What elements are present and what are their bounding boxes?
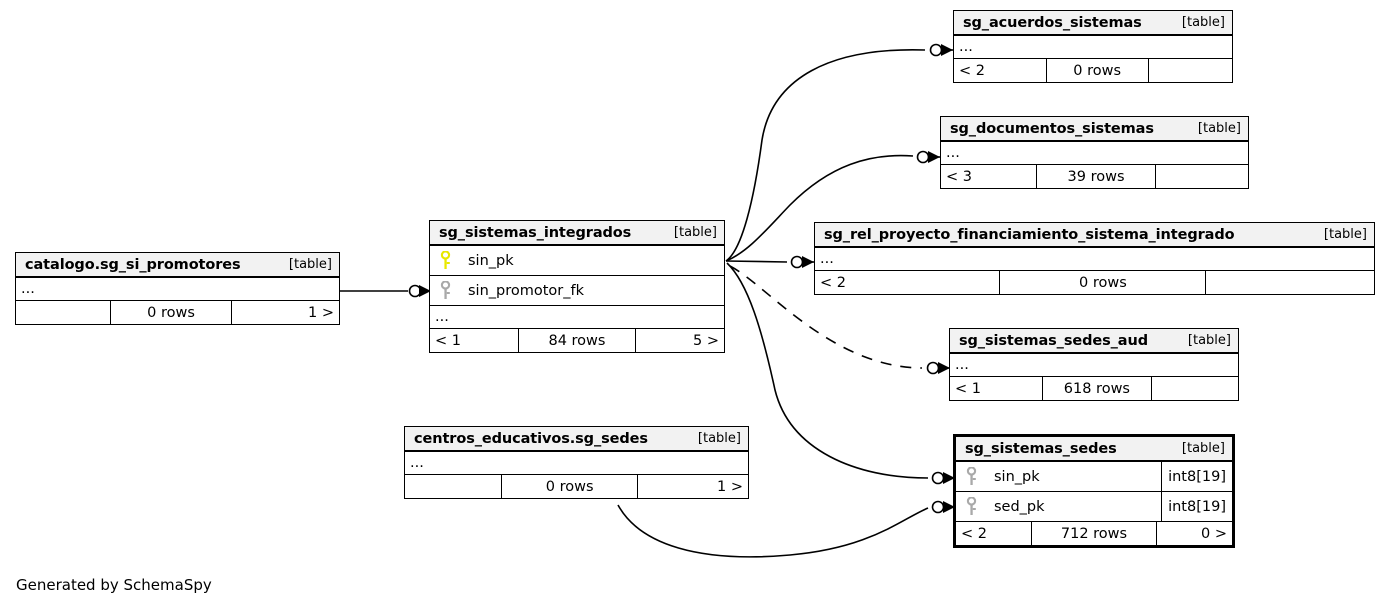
table-type-tag: [table] — [1181, 15, 1225, 30]
table-header: sg_sistemas_sedes_aud [table] — [950, 329, 1238, 354]
table-header: sg_rel_proyecto_financiamiento_sistema_i… — [815, 223, 1374, 248]
footer-children-count — [1156, 165, 1248, 188]
hidden-columns-ellipsis: ... — [405, 452, 748, 475]
footer-row-count: 0 rows — [109, 301, 233, 324]
footer-row-count: 39 rows — [1036, 165, 1156, 188]
table-type-tag: [table] — [288, 257, 332, 272]
table-footer: < 1 84 rows 5 > — [430, 329, 724, 352]
footer-children-count — [1206, 271, 1374, 294]
table-title: sg_rel_proyecto_financiamiento_sistema_i… — [824, 226, 1235, 243]
footer-parents-count: < 2 — [959, 62, 985, 79]
column-name: sin_pk — [468, 252, 514, 269]
table-node-sg-documentos-sistemas[interactable]: sg_documentos_sistemas [table] ... < 3 3… — [940, 116, 1249, 189]
table-title: catalogo.sg_si_promotores — [25, 256, 241, 273]
hidden-columns-ellipsis: ... — [941, 142, 1248, 165]
table-type-tag: [table] — [673, 225, 717, 240]
table-header: catalogo.sg_si_promotores [table] — [16, 253, 339, 278]
generated-by-credit: Generated by SchemaSpy — [16, 576, 212, 594]
table-title: sg_documentos_sistemas — [950, 120, 1154, 137]
footer-children-count — [1152, 377, 1238, 400]
table-type-tag: [table] — [1197, 121, 1241, 136]
table-footer: < 3 39 rows — [941, 165, 1248, 188]
column-name: sed_pk — [994, 498, 1045, 515]
primary-key-icon — [430, 251, 460, 270]
table-footer: < 1 618 rows — [950, 377, 1238, 400]
footer-children-count: 1 > — [716, 478, 743, 495]
hidden-columns-ellipsis: ... — [954, 36, 1232, 59]
table-footer: 0 rows 1 > — [405, 475, 748, 498]
footer-parents-count: < 1 — [955, 380, 981, 397]
table-type-tag: [table] — [1181, 441, 1225, 456]
table-header: sg_documentos_sistemas [table] — [941, 117, 1248, 142]
column-type: int8[19] — [1161, 492, 1232, 521]
table-node-centros-educativos-sg-sedes[interactable]: centros_educativos.sg_sedes [table] ... … — [404, 426, 749, 499]
table-title: centros_educativos.sg_sedes — [414, 430, 648, 447]
footer-row-count: 618 rows — [1042, 377, 1152, 400]
footer-parents-count: < 1 — [435, 332, 461, 349]
footer-row-count: 712 rows — [1030, 522, 1158, 545]
column-type: int8[19] — [1161, 462, 1232, 491]
footer-parents-count: < 2 — [820, 274, 846, 291]
footer-parents-count: < 2 — [961, 525, 987, 542]
table-type-tag: [table] — [697, 431, 741, 446]
foreign-key-icon — [956, 467, 986, 486]
foreign-key-icon — [430, 281, 460, 300]
table-header: sg_sistemas_sedes [table] — [956, 437, 1232, 462]
hidden-columns-ellipsis: ... — [815, 248, 1374, 271]
table-node-sg-sistemas-integrados[interactable]: sg_sistemas_integrados [table] sin_pk si… — [429, 220, 725, 353]
table-header: centros_educativos.sg_sedes [table] — [405, 427, 748, 452]
column-row-sin-pk[interactable]: sin_pk — [430, 246, 724, 276]
footer-children-count: 0 > — [1201, 525, 1227, 542]
edge-integrados-to-rel-proyecto — [725, 260, 788, 263]
footer-row-count: 0 rows — [1045, 59, 1149, 82]
table-header: sg_acuerdos_sistemas [table] — [954, 11, 1232, 36]
table-type-tag: [table] — [1187, 333, 1231, 348]
table-title: sg_sistemas_sedes — [965, 440, 1117, 457]
table-node-catalogo-sg-si-promotores[interactable]: catalogo.sg_si_promotores [table] ... 0 … — [15, 252, 340, 325]
table-header: sg_sistemas_integrados [table] — [430, 221, 724, 246]
table-footer: < 2 0 rows — [815, 271, 1374, 294]
table-footer: 0 rows 1 > — [16, 301, 339, 324]
footer-children-count: 5 > — [692, 332, 719, 349]
hidden-columns-ellipsis: ... — [16, 278, 339, 301]
foreign-key-icon — [956, 497, 986, 516]
hidden-columns-ellipsis: ... — [430, 306, 724, 329]
footer-row-count: 0 rows — [999, 271, 1207, 294]
table-title: sg_acuerdos_sistemas — [963, 14, 1142, 31]
edge-sgsedes-to-sistemas-sedes-sedpk — [617, 504, 929, 558]
footer-children-count — [1149, 59, 1232, 82]
footer-row-count: 0 rows — [501, 475, 639, 498]
hidden-columns-ellipsis: ... — [950, 354, 1238, 377]
footer-parents-count: < 3 — [946, 168, 972, 185]
footer-parents-count — [405, 475, 501, 498]
footer-row-count: 84 rows — [518, 329, 636, 352]
table-footer: < 2 712 rows 0 > — [956, 522, 1232, 545]
column-row-sed-pk[interactable]: sed_pk int8[19] — [956, 492, 1232, 522]
table-title: sg_sistemas_integrados — [439, 224, 632, 241]
table-node-sg-rel-proyecto-financiamiento-sistema-integrado[interactable]: sg_rel_proyecto_financiamiento_sistema_i… — [814, 222, 1375, 295]
column-name: sin_pk — [994, 468, 1040, 485]
table-title: sg_sistemas_sedes_aud — [959, 332, 1148, 349]
edge-integrados-to-sistemas-sedes-sinpk — [726, 262, 929, 479]
footer-parents-count — [16, 301, 110, 324]
column-row-sin-promotor-fk[interactable]: sin_promotor_fk — [430, 276, 724, 306]
table-node-sg-sistemas-sedes[interactable]: sg_sistemas_sedes [table] sin_pk int8[19… — [953, 434, 1235, 548]
table-node-sg-sistemas-sedes-aud[interactable]: sg_sistemas_sedes_aud [table] ... < 1 61… — [949, 328, 1239, 401]
table-type-tag: [table] — [1323, 227, 1367, 242]
column-row-sin-pk[interactable]: sin_pk int8[19] — [956, 462, 1232, 492]
column-name: sin_promotor_fk — [468, 282, 585, 299]
footer-children-count: 1 > — [307, 304, 334, 321]
table-footer: < 2 0 rows — [954, 59, 1232, 82]
table-node-sg-acuerdos-sistemas[interactable]: sg_acuerdos_sistemas [table] ... < 2 0 r… — [953, 10, 1233, 83]
